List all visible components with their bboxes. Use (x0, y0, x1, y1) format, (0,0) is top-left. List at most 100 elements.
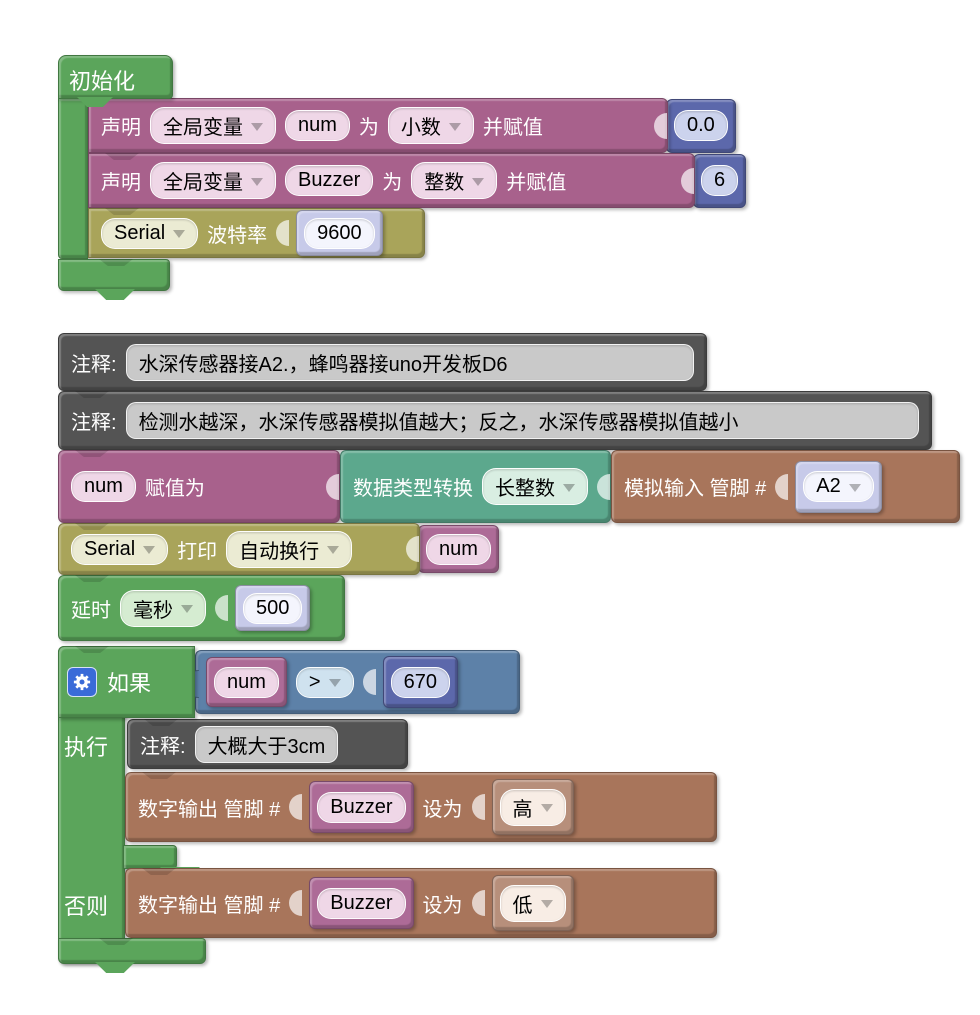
variable-value-text: num (439, 537, 478, 560)
gear-icon[interactable] (67, 667, 97, 697)
declare-variable-block[interactable]: 声明 全局变量 Buzzer 为 整数 并赋值 (88, 153, 695, 208)
baud-input-text: 9600 (317, 221, 362, 244)
variable-value-field: num (214, 666, 279, 698)
comment-block[interactable]: 注释: 大概大于3cm (127, 719, 408, 769)
variable-assign-block[interactable]: num 赋值为 (58, 450, 340, 523)
init-block-spine[interactable] (58, 98, 88, 259)
if-block-footer[interactable] (58, 938, 206, 964)
level-dropdown-block[interactable]: 低 (491, 875, 574, 931)
comment-text: 大概大于3cm (207, 735, 326, 758)
serial-port-value: Serial (114, 221, 166, 244)
analog-pin-dropdown-block[interactable]: A2 (795, 460, 882, 513)
variable-name-field[interactable]: num (71, 471, 136, 502)
comment-block[interactable]: 注释: 水深传感器接A2.，蜂鸣器接uno开发板D6 (58, 333, 707, 391)
analog-pin-value: A2 (816, 475, 841, 497)
number-value-field[interactable]: 670 (390, 666, 450, 698)
comment-text-field[interactable]: 大概大于3cm (194, 725, 339, 763)
variable-name-text: num (298, 114, 337, 136)
declare-buzzer-row[interactable]: 声明 全局变量 Buzzer 为 整数 并赋值 6 (88, 153, 747, 208)
number-value-field[interactable]: 6 (701, 165, 739, 196)
type-dropdown[interactable]: 整数 (411, 162, 498, 199)
number-value-text: 670 (403, 670, 437, 693)
baud-input-field[interactable]: 9600 (304, 217, 375, 249)
type-dropdown-value: 整数 (424, 172, 465, 194)
comment-text: 水深传感器接A2.，蜂鸣器接uno开发板D6 (138, 353, 508, 376)
variable-value-block[interactable]: Buzzer (309, 781, 414, 833)
serial-port-dropdown[interactable]: Serial (71, 533, 169, 565)
number-value-field[interactable]: 0.0 (674, 110, 728, 141)
delay-ms-input-field[interactable]: 500 (243, 592, 303, 624)
comment-text-field[interactable]: 水深传感器接A2.，蜂鸣器接uno开发板D6 (125, 343, 694, 381)
analog-read-block[interactable]: 模拟输入 管脚 # A2 (611, 450, 960, 523)
delay-block[interactable]: 延时 毫秒 500 (58, 575, 345, 641)
variable-name-text: num (84, 475, 123, 497)
baud-label: 波特率 (207, 224, 268, 247)
chevron-down-icon (181, 605, 193, 613)
scope-dropdown-value: 全局变量 (163, 117, 243, 139)
comment-label: 注释: (140, 735, 186, 758)
variable-value-block[interactable]: Buzzer (309, 877, 414, 929)
analog-pin-dropdown[interactable]: A2 (803, 471, 874, 502)
serial-baud-row[interactable]: Serial 波特率 9600 (88, 208, 425, 258)
delay-ms-input-block[interactable]: 500 (235, 585, 311, 631)
cast-type-dropdown[interactable]: 长整数 (482, 468, 588, 505)
set-label: 设为 (422, 894, 463, 917)
level-dropdown-block[interactable]: 高 (491, 779, 574, 835)
variable-value-field: Buzzer (317, 887, 406, 919)
value-socket (406, 536, 419, 562)
serial-print-row[interactable]: Serial 打印 自动换行 num (58, 523, 499, 575)
scope-dropdown[interactable]: 全局变量 (150, 107, 276, 144)
scope-dropdown-value: 全局变量 (163, 172, 243, 194)
declare-label: 声明 (101, 117, 141, 139)
serial-baud-block[interactable]: Serial 波特率 9600 (88, 208, 425, 258)
variable-value-block[interactable]: num (418, 525, 499, 573)
declare-variable-block[interactable]: 声明 全局变量 num 为 小数 并赋值 (88, 98, 668, 153)
if-block-header[interactable]: 如果 (58, 646, 195, 718)
do-label: 执行 (64, 735, 109, 760)
number-value-block[interactable]: 6 (693, 153, 747, 208)
print-label: 打印 (177, 540, 218, 563)
value-socket (654, 112, 667, 139)
declare-num-row[interactable]: 声明 全局变量 num 为 小数 并赋值 0.0 (88, 98, 736, 153)
delay-unit-dropdown[interactable]: 毫秒 (120, 589, 206, 627)
type-dropdown[interactable]: 小数 (387, 107, 474, 144)
init-block-footer[interactable] (58, 259, 170, 291)
level-dropdown[interactable]: 低 (499, 884, 566, 922)
as-label: 为 (358, 117, 379, 139)
chevron-down-icon (848, 483, 861, 492)
assign-row[interactable]: num 赋值为 数据类型转换 长整数 模拟输入 管脚 # A2 (58, 450, 960, 523)
digital-write-block[interactable]: 数字输出 管脚 # Buzzer 设为 高 (125, 772, 717, 842)
compare-condition-block[interactable]: num > 670 (185, 650, 520, 714)
variable-value-block[interactable]: num (206, 657, 287, 707)
level-dropdown[interactable]: 高 (499, 788, 566, 826)
variable-name-field[interactable]: num (285, 110, 350, 141)
gear-icon-glyph (73, 673, 91, 691)
number-value-block[interactable]: 670 (382, 656, 458, 708)
pin-socket (289, 794, 303, 820)
comment-text-field[interactable]: 检测水越深，水深传感器模拟值越大；反之，水深传感器模拟值越小 (125, 402, 919, 439)
serial-port-dropdown[interactable]: Serial (101, 217, 199, 249)
newline-mode-dropdown[interactable]: 自动换行 (226, 530, 353, 568)
chevron-down-icon (251, 177, 263, 186)
number-value-block[interactable]: 0.0 (666, 98, 736, 153)
if-block-else-strip[interactable] (123, 845, 177, 869)
variable-value-text: Buzzer (330, 891, 393, 914)
scope-dropdown[interactable]: 全局变量 (150, 162, 276, 199)
assign-label: 并赋值 (506, 172, 567, 194)
baud-input-block[interactable]: 9600 (296, 210, 383, 256)
chevron-down-icon (173, 230, 186, 238)
init-block-header[interactable]: 初始化 (58, 55, 173, 99)
type-cast-block[interactable]: 数据类型转换 长整数 (340, 450, 611, 523)
serial-print-block[interactable]: Serial 打印 自动换行 (58, 523, 420, 575)
value-socket (471, 890, 485, 916)
digital-write-block[interactable]: 数字输出 管脚 # Buzzer 设为 低 (125, 868, 717, 938)
digital-write-label: 数字输出 管脚 # (138, 894, 281, 917)
compare-op-dropdown[interactable]: > (295, 666, 354, 698)
pin-socket (775, 473, 789, 500)
comment-block[interactable]: 注释: 检测水越深，水深传感器模拟值越大；反之，水深传感器模拟值越小 (58, 391, 932, 450)
number-value-text: 0.0 (687, 114, 715, 136)
assign-to-label: 赋值为 (144, 478, 205, 500)
value-socket (362, 669, 376, 695)
variable-name-field[interactable]: Buzzer (285, 165, 374, 196)
